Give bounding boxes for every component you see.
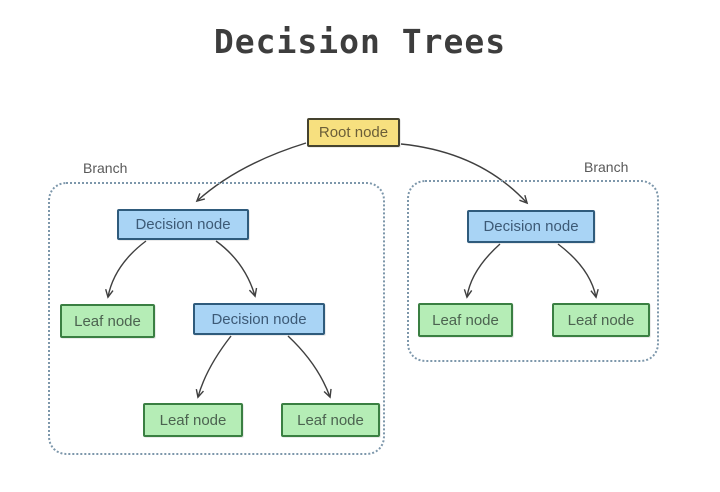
node-left-decision: Decision node <box>117 209 249 240</box>
node-left-bottom-leaf-1: Leaf node <box>143 403 243 437</box>
node-right-leaf-1: Leaf node <box>418 303 513 337</box>
node-root: Root node <box>307 118 400 147</box>
node-left-leaf: Leaf node <box>60 304 155 338</box>
branch-group-right <box>407 180 659 362</box>
node-right-decision: Decision node <box>467 210 595 243</box>
node-left-decision2: Decision node <box>193 303 325 335</box>
branch-group-left <box>48 182 385 455</box>
branch-label-right: Branch <box>584 159 629 175</box>
node-right-leaf-2: Leaf node <box>552 303 650 337</box>
branch-label-left: Branch <box>83 160 128 176</box>
node-left-bottom-leaf-2: Leaf node <box>281 403 380 437</box>
page-title: Decision Trees <box>213 22 507 61</box>
